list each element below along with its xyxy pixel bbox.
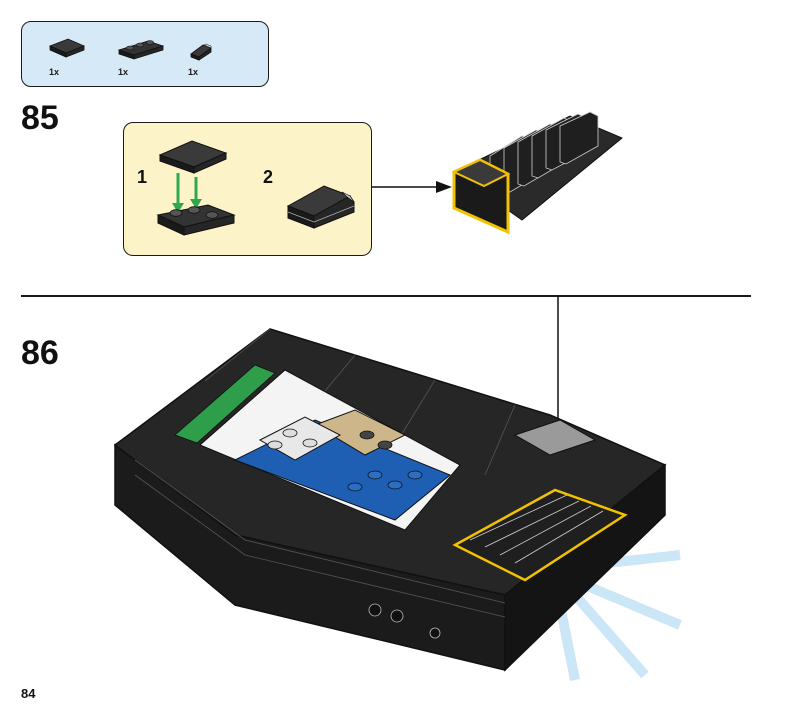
fin-assembly-illustration [451,111,623,235]
part-qty-2: 1x [118,67,129,77]
step-number-85: 85 [21,99,59,137]
glow-rays-icon [555,550,682,681]
callout-arrow-icon [372,181,452,193]
black-plate-1x3-icon [117,40,165,60]
substep-2-illustration [286,185,355,229]
green-arrow-icon [172,173,202,213]
part-qty-3: 1x [188,67,199,77]
substep-number-1: 1 [137,167,148,187]
page-number: 84 [21,686,36,701]
black-slope-wedge-icon [190,43,212,61]
part-qty-1: 1x [49,67,60,77]
step-number-86: 86 [21,334,59,372]
black-tile-2x2-icon [48,38,86,58]
parts-callout: 1x 1x 1x [21,21,269,87]
step-divider [21,295,751,297]
substep-callout: 1 2 [123,122,372,256]
substep-1-illustration [156,140,236,236]
console-base-illustration [113,328,682,681]
substep-number-2: 2 [263,167,274,187]
